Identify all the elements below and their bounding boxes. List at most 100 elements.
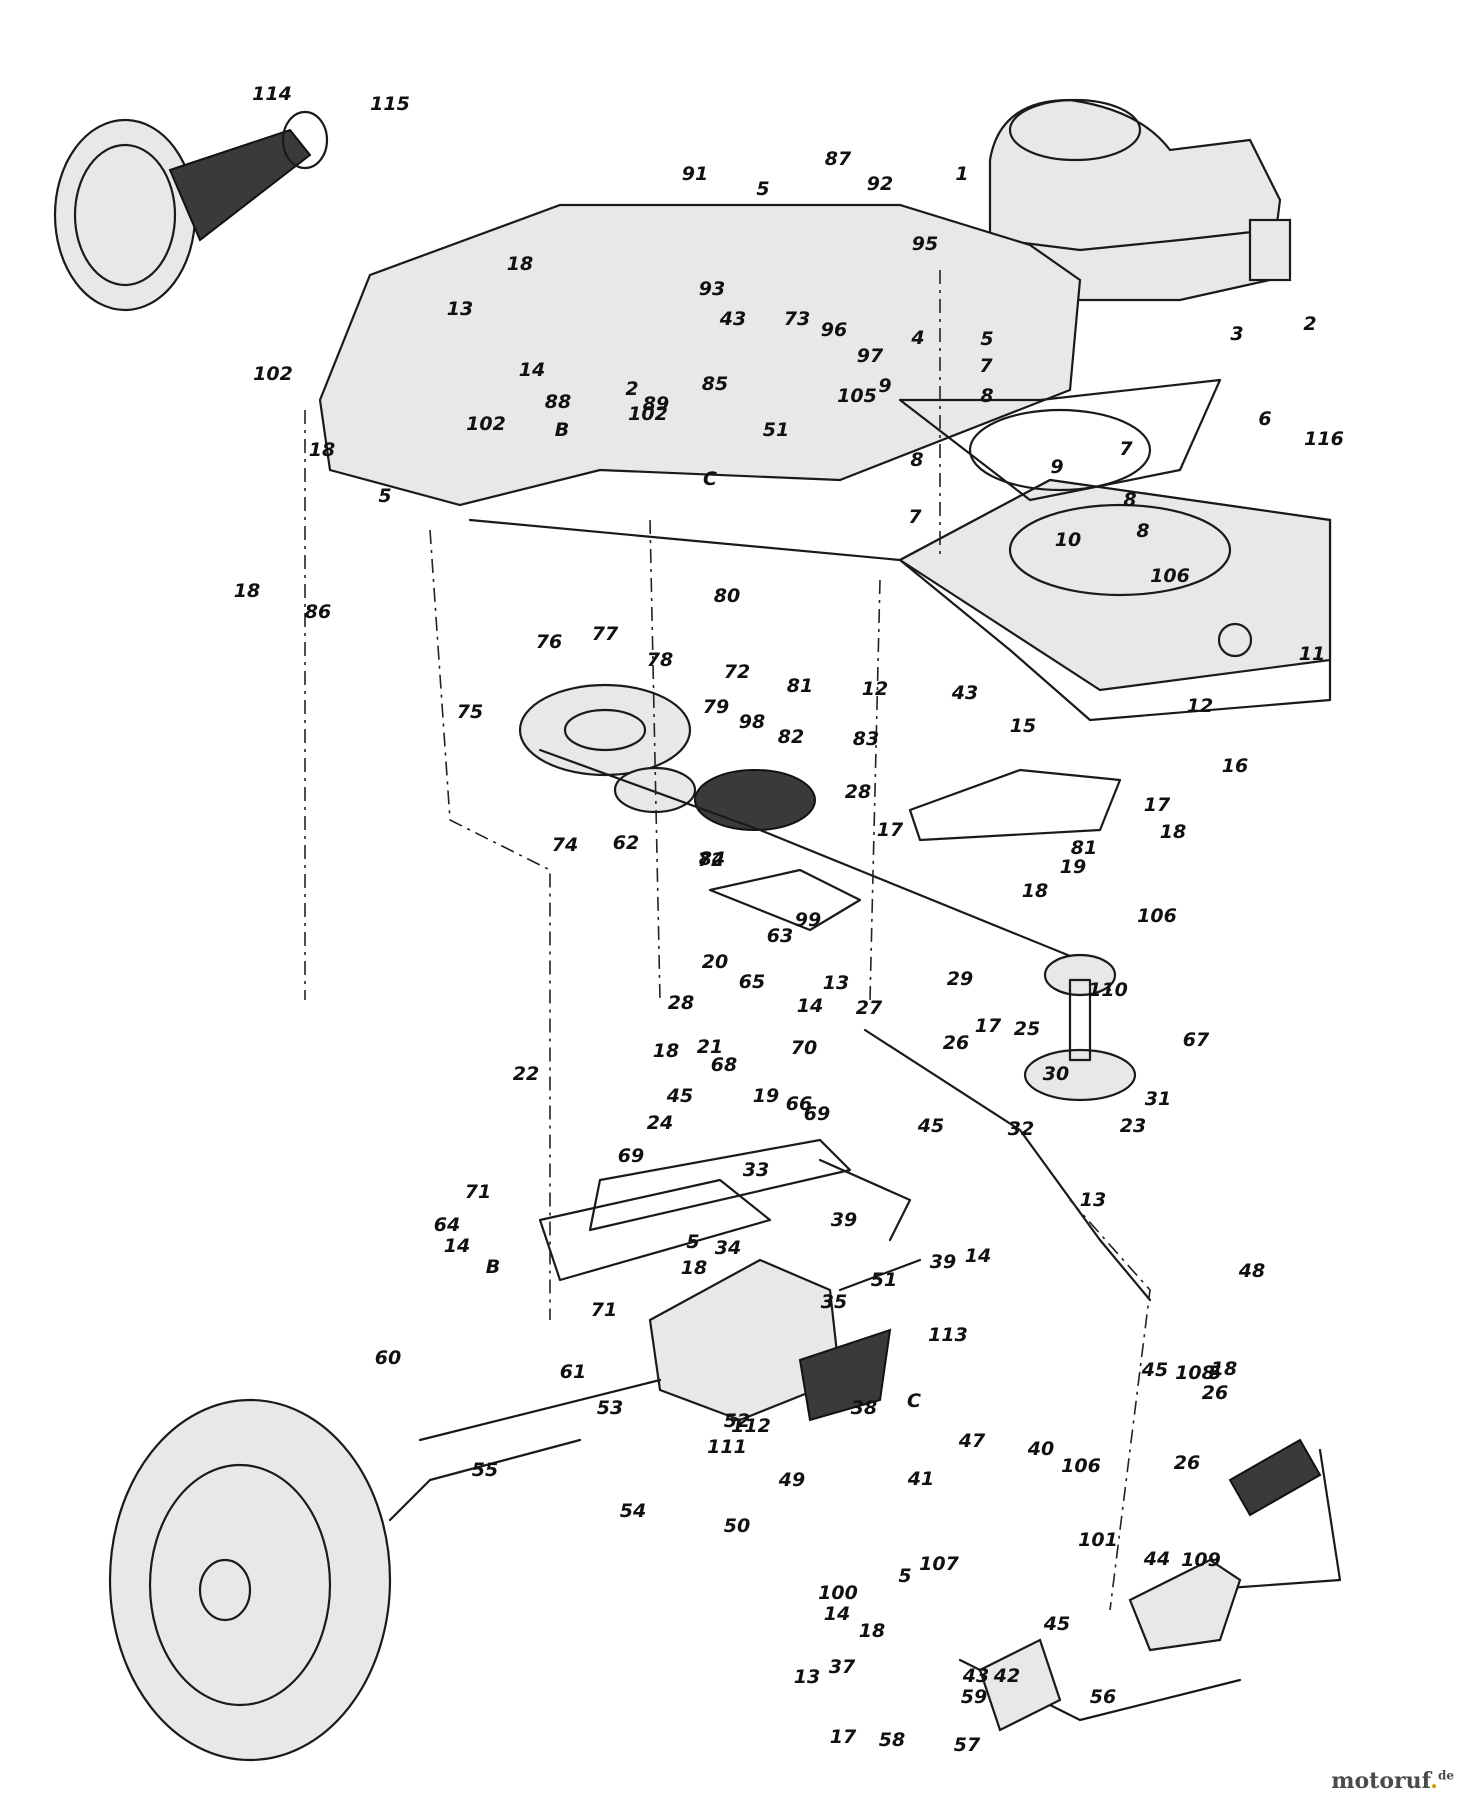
callout-58: 58 <box>879 1729 905 1751</box>
callout-98: 98 <box>739 711 765 733</box>
callout-50: 50 <box>724 1515 750 1537</box>
callout-87: 87 <box>825 148 852 170</box>
callout-39: 39 <box>930 1251 956 1273</box>
callout-22: 22 <box>513 1063 539 1085</box>
callout-68: 68 <box>711 1054 737 1076</box>
callout-18: 18 <box>1160 821 1186 843</box>
callout-35: 35 <box>821 1291 847 1313</box>
callout-18: 18 <box>681 1257 707 1279</box>
callout-19: 19 <box>1060 856 1086 878</box>
callout-2: 2 <box>1303 313 1316 335</box>
engine <box>988 98 1292 302</box>
callout-97: 97 <box>857 345 884 367</box>
callout-45: 45 <box>1043 1613 1070 1635</box>
callout-33: 33 <box>743 1159 769 1181</box>
callout-2: 2 <box>625 378 638 400</box>
callout-7: 7 <box>908 506 922 528</box>
callout-102: 102 <box>253 363 293 385</box>
callout-14: 14 <box>797 995 823 1017</box>
callout-11: 11 <box>1299 643 1325 665</box>
callout-41: 41 <box>907 1468 934 1490</box>
callout-13: 13 <box>794 1666 820 1688</box>
callout-40: 40 <box>1027 1438 1054 1460</box>
reference-lines <box>304 270 1151 1611</box>
callout-5: 5 <box>378 485 391 507</box>
callout-106: 106 <box>1061 1455 1101 1477</box>
callout-7: 7 <box>1119 438 1133 460</box>
callout-1: 1 <box>955 163 968 185</box>
callout-3: 3 <box>1230 323 1243 345</box>
callout-14: 14 <box>965 1245 991 1267</box>
callout-18: 18 <box>309 439 335 461</box>
callout-14: 14 <box>444 1235 470 1257</box>
callout-73: 73 <box>784 308 810 330</box>
callout-82: 82 <box>778 726 804 748</box>
callout-61: 61 <box>560 1361 586 1383</box>
callout-15: 15 <box>1010 715 1036 737</box>
callout-112: 112 <box>731 1415 771 1437</box>
callout-95: 95 <box>912 233 938 255</box>
callout-75: 75 <box>457 701 483 723</box>
callout-28: 28 <box>668 992 694 1014</box>
callout-27: 27 <box>856 997 883 1019</box>
callout-14: 14 <box>824 1603 850 1625</box>
callout-4: 4 <box>910 327 924 349</box>
callout-C: C <box>907 1390 921 1412</box>
rear-wheel <box>108 1398 582 1762</box>
callout-79: 79 <box>703 696 729 718</box>
callout-10: 10 <box>1055 529 1081 551</box>
callout-51: 51 <box>763 419 789 441</box>
callout-5: 5 <box>898 1565 911 1587</box>
watermark-tld: de <box>1437 1768 1454 1783</box>
callout-5: 5 <box>980 328 993 350</box>
pulleys <box>518 683 1137 1102</box>
callout-45: 45 <box>666 1085 693 1107</box>
callout-114: 114 <box>252 83 292 105</box>
pedal <box>958 1438 1342 1732</box>
callout-113: 113 <box>928 1324 968 1346</box>
callout-59: 59 <box>961 1686 987 1708</box>
callout-44: 44 <box>1143 1548 1170 1570</box>
callout-18: 18 <box>1211 1358 1237 1380</box>
callout-29: 29 <box>947 968 973 990</box>
callout-83: 83 <box>853 728 879 750</box>
callout-85: 85 <box>702 373 728 395</box>
callout-64: 64 <box>434 1214 460 1236</box>
callout-70: 70 <box>791 1037 817 1059</box>
callout-28: 28 <box>845 781 871 803</box>
callout-39: 39 <box>831 1209 857 1231</box>
callout-25: 25 <box>1014 1018 1040 1040</box>
callout-88: 88 <box>545 391 571 413</box>
callout-38: 38 <box>851 1397 877 1419</box>
callout-42: 42 <box>993 1665 1020 1687</box>
callout-106: 106 <box>1137 905 1177 927</box>
callout-17: 17 <box>877 819 904 841</box>
callout-B: B <box>555 419 569 441</box>
callout-81: 81 <box>1071 837 1097 859</box>
callout-31: 31 <box>1145 1088 1171 1110</box>
callout-18: 18 <box>859 1620 885 1642</box>
callout-52: 52 <box>724 1410 750 1432</box>
callout-9: 9 <box>1050 456 1063 478</box>
callout-B: B <box>486 1256 500 1278</box>
callout-111: 111 <box>707 1436 747 1458</box>
callout-24: 24 <box>647 1112 673 1134</box>
callout-99: 99 <box>795 909 821 931</box>
callout-105: 105 <box>837 385 877 407</box>
callout-45: 45 <box>1141 1359 1168 1381</box>
callout-102: 102 <box>628 403 668 425</box>
air-filter <box>53 110 329 312</box>
callout-55: 55 <box>472 1459 498 1481</box>
callout-76: 76 <box>536 631 562 653</box>
callout-34: 34 <box>715 1237 741 1259</box>
callout-43: 43 <box>719 308 746 330</box>
callout-109: 109 <box>1181 1549 1221 1571</box>
callout-71: 71 <box>591 1299 617 1321</box>
callout-48: 48 <box>1238 1260 1265 1282</box>
callout-116: 116 <box>1304 428 1344 450</box>
callout-115: 115 <box>370 93 410 115</box>
callout-45: 45 <box>917 1115 944 1137</box>
callout-17: 17 <box>1144 794 1171 816</box>
callout-18: 18 <box>234 580 260 602</box>
linkages <box>538 768 1152 1302</box>
